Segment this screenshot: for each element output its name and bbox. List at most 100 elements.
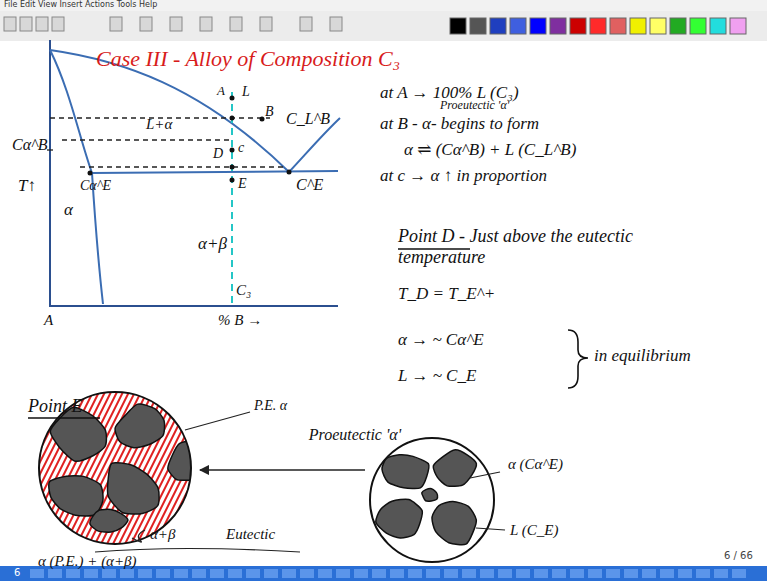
task-cell — [228, 569, 242, 578]
annotation: L → ~ C_E — [398, 366, 476, 386]
color-swatch — [630, 18, 646, 34]
task-cell — [678, 569, 692, 578]
axis-tick — [47, 149, 53, 150]
color-swatch — [450, 18, 466, 34]
axes — [50, 40, 338, 306]
task-cell — [732, 569, 746, 578]
leader-line — [185, 412, 250, 430]
color-swatch — [670, 18, 686, 34]
task-cell — [318, 569, 332, 578]
annotation: α+β — [150, 526, 175, 543]
solidus — [50, 50, 92, 173]
tool-icon — [36, 17, 48, 31]
phase-diagram — [50, 40, 340, 306]
annotation: T_D = T_E^+ — [398, 284, 495, 304]
task-cell — [372, 569, 386, 578]
annotation: L (C_E) — [510, 522, 558, 539]
leader-line — [132, 530, 145, 542]
task-cell — [462, 569, 476, 578]
annotation: at B - α- begins to form — [380, 114, 539, 134]
annotation: File Edit View Insert Actions Tools Help — [4, 0, 157, 9]
annotation: C_L^B — [286, 110, 330, 128]
task-cell — [30, 569, 44, 578]
tool-icon — [20, 17, 32, 31]
tool-icon — [170, 17, 182, 31]
tool-icons — [4, 17, 746, 34]
annotation: Proeutectic 'α' — [440, 99, 509, 113]
color-swatch — [610, 18, 626, 34]
annotation: D — [213, 146, 223, 162]
underline — [28, 417, 100, 418]
color-swatch — [690, 18, 706, 34]
liquid-alpha-microstructure — [370, 438, 494, 562]
task-cell — [588, 569, 602, 578]
tool-bar — [0, 11, 767, 41]
annotation: Proeutectic 'α' — [300, 426, 410, 444]
task-cell — [300, 569, 314, 578]
slide-title: Case III - Alloy of Composition C₃ — [96, 46, 400, 71]
task-cell — [714, 569, 728, 578]
annotation: in equilibrium — [594, 346, 691, 366]
task-cell — [624, 569, 638, 578]
task-cell — [606, 569, 620, 578]
task-cell — [336, 569, 350, 578]
annotation: Cα^B — [12, 136, 48, 154]
task-cell — [660, 569, 674, 578]
color-swatch — [590, 18, 606, 34]
color-swatch — [550, 18, 566, 34]
tool-icon — [260, 17, 272, 31]
task-cell — [66, 569, 80, 578]
task-cell — [534, 569, 548, 578]
annotation: α (Cα^E) — [508, 456, 563, 473]
annotation: C₃ — [236, 282, 251, 299]
color-swatch — [570, 18, 586, 34]
task-cell — [48, 569, 62, 578]
eutectic-microstructure — [0, 388, 269, 548]
task-cell — [138, 569, 152, 578]
task-cell — [390, 569, 404, 578]
annotation: α — [64, 200, 73, 220]
microstructures — [0, 388, 494, 562]
task-cell — [426, 569, 440, 578]
annotation: Point D - Just above the eutectic temper… — [398, 226, 648, 267]
task-cell — [282, 569, 296, 578]
task-cell — [246, 569, 260, 578]
annotation: at c → α ↑ in proportion — [380, 166, 547, 186]
task-cell — [480, 569, 494, 578]
task-cell — [264, 569, 278, 578]
annotation: α → ~ Cα^E — [398, 330, 484, 350]
color-swatch — [650, 18, 666, 34]
annotation: α (P.E.) + (α+β) — [38, 553, 137, 570]
task-cell — [642, 569, 656, 578]
tool-icon — [200, 17, 212, 31]
task-cell — [192, 569, 206, 578]
annotation: c — [238, 140, 244, 156]
task-cell — [498, 569, 512, 578]
annotation: Eutectic — [226, 526, 275, 543]
tool-icon — [300, 17, 312, 31]
task-cell — [102, 569, 116, 578]
color-swatch — [710, 18, 726, 34]
tool-icon — [4, 17, 16, 31]
color-swatch — [490, 18, 506, 34]
task-cell — [696, 569, 710, 578]
task-cell — [408, 569, 422, 578]
tool-icon — [52, 17, 64, 31]
annotation: C^E — [296, 176, 323, 194]
annotation: L — [242, 84, 250, 100]
annotation: 6 — [14, 567, 20, 579]
annotation: A — [44, 312, 53, 329]
annotation: E — [238, 176, 247, 192]
tool-icon — [140, 17, 152, 31]
eutectic-line — [92, 171, 338, 173]
task-cell — [444, 569, 458, 578]
composition-line — [231, 92, 233, 306]
leader-line — [476, 528, 505, 530]
task-cell — [552, 569, 566, 578]
task-cell — [120, 569, 134, 578]
task-cell — [174, 569, 188, 578]
annotation: P.E. α — [254, 398, 287, 414]
brace — [568, 330, 588, 388]
task-cell — [570, 569, 584, 578]
